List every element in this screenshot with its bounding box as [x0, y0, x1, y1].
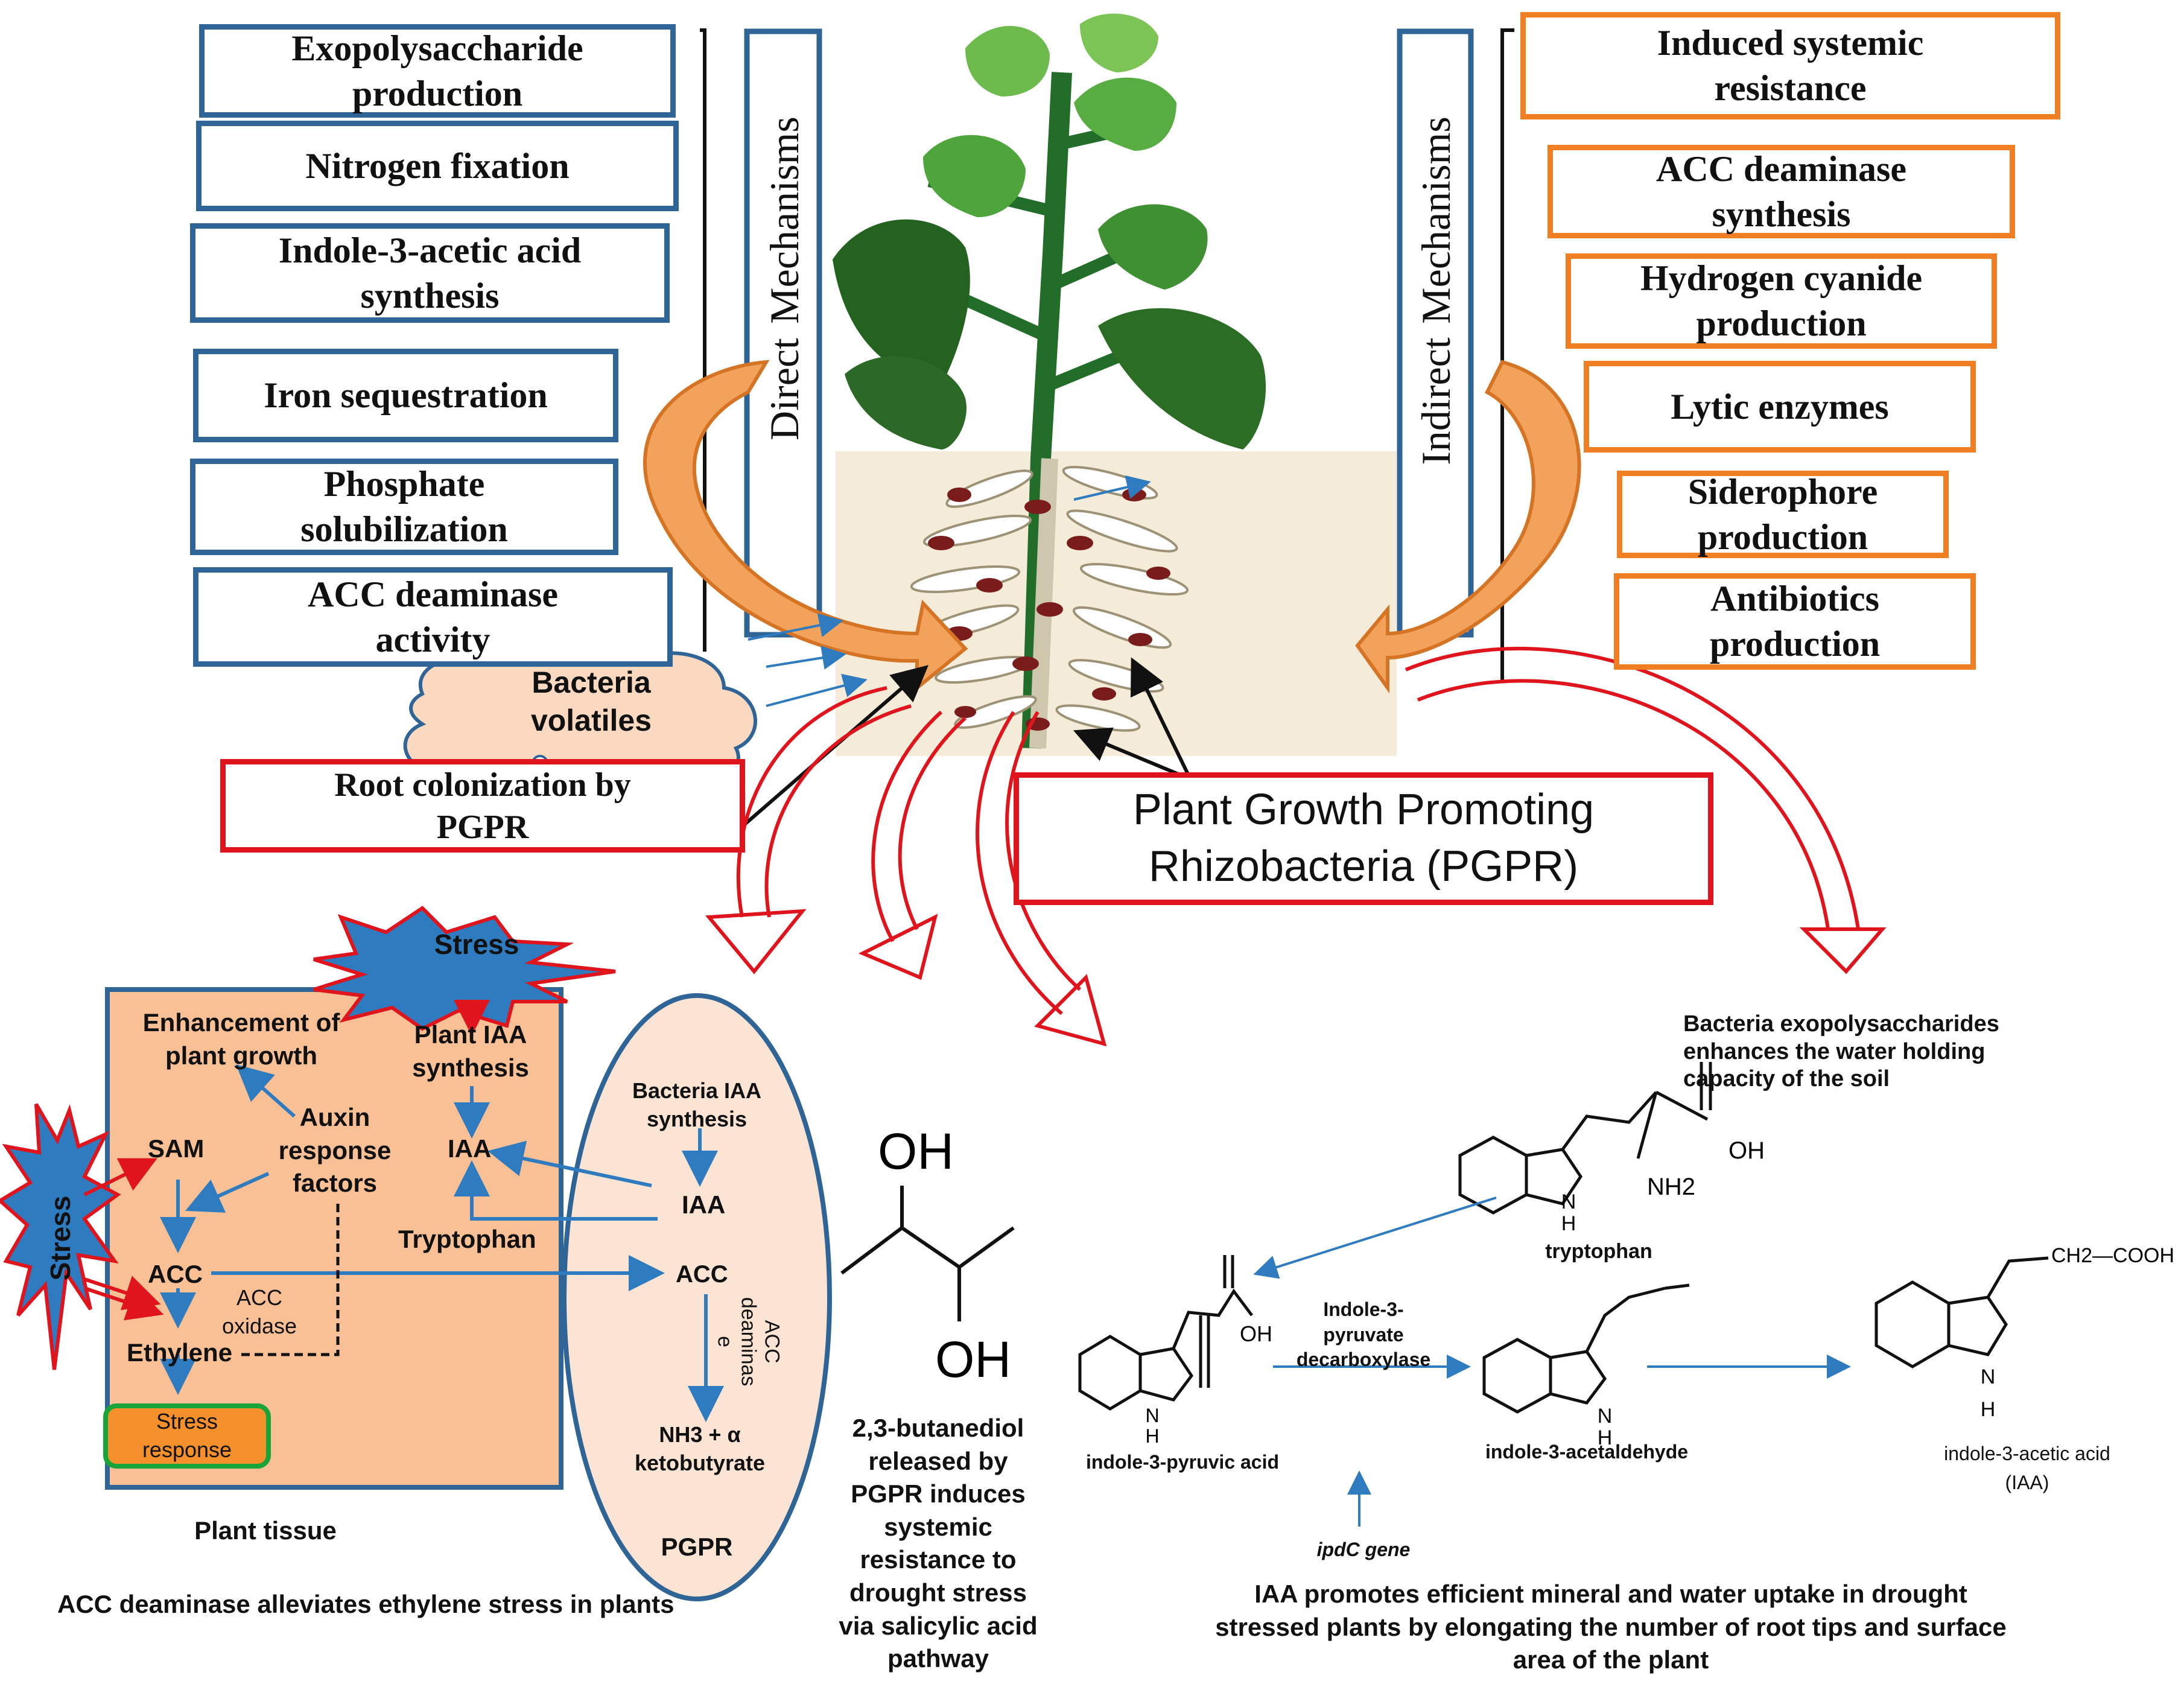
tryptophan-structure: [1458, 1062, 1712, 1215]
acc-bacteria-label: ACC: [676, 1261, 728, 1288]
decarboxylase-label: Indole-3- pyruvate decarboxylase: [1296, 1298, 1431, 1371]
indirect-item-antibiotics: Antibiotics production: [1614, 573, 1976, 670]
iaa-nh: N H: [1980, 1365, 1996, 1422]
indirect-item-acc: ACC deaminase synthesis: [1548, 145, 2015, 238]
acc-plant-label: ACC: [148, 1260, 203, 1288]
indirect-item-lytic: Lytic enzymes: [1584, 361, 1976, 453]
ethylene-label: Ethylene: [127, 1338, 233, 1367]
tryptophan-oh: OH: [1728, 1137, 1765, 1164]
direct-mechanisms-label: Mechanisms: [761, 116, 807, 324]
plant-tissue-label: Plant tissue: [194, 1516, 337, 1545]
red-arrows: [705, 646, 1887, 1047]
direct-item-phosphate: Phosphate solubilization: [190, 459, 618, 555]
iaa-name: indole-3-acetic acid (IAA): [1944, 1443, 2110, 1493]
pyruvic-acid-structure: [1078, 1255, 1253, 1411]
acetaldehyde-structure: [1482, 1283, 1690, 1414]
pgpr-ellipse: [562, 993, 832, 1601]
acetaldehyde-nh: N H: [1597, 1405, 1613, 1449]
plant-iaa-synthesis-label: Plant IAA synthesis: [412, 1020, 529, 1082]
oh-bottom-label: OH: [935, 1331, 1011, 1388]
iaa-caption: IAA promotes efficient mineral and water…: [1215, 1580, 2007, 1674]
stress-response-label: Stress response: [142, 1409, 232, 1462]
tryptophan-panel-label: Tryptophan: [398, 1225, 536, 1253]
indirect-item-hcn: Hydrogen cyanide production: [1566, 253, 1997, 349]
direct-item-iron: Iron sequestration: [193, 349, 618, 442]
acc-oxidase-label: ACC oxidase: [221, 1285, 297, 1338]
direct-item-acc: ACC deaminase activity: [193, 567, 673, 667]
acc-caption: ACC deaminase alleviates ethylene stress…: [57, 1590, 675, 1618]
stress-side-label: Stress: [45, 1195, 76, 1281]
root-colonization-box: Root colonization by PGPR: [220, 759, 745, 853]
iaa-structure: [1874, 1256, 2049, 1368]
enhancement-label: Enhancement of plant growth: [142, 1008, 340, 1070]
bacteria-iaa-label: Bacteria IAA synthesis: [632, 1078, 762, 1131]
products-label: NH3 + α ketobutyrate: [634, 1422, 766, 1475]
stress-top-label: Stress: [434, 929, 519, 960]
plant-icon: [833, 13, 1266, 749]
acetaldehyde-name: indole-3-acetaldehyde: [1485, 1441, 1689, 1463]
butanediol-structure: [840, 1225, 1015, 1275]
pyruvic-oh: OH: [1240, 1321, 1272, 1346]
direct-item-iaa: Indole-3-acetic acid synthesis: [190, 223, 670, 323]
tryptophan-nh2: NH2: [1647, 1174, 1696, 1200]
pgpr-title-box: Plant Growth Promoting Rhizobacteria (PG…: [1014, 772, 1713, 905]
ipdc-gene-label: ipdC gene: [1316, 1539, 1411, 1560]
pyruvic-nh: N H: [1145, 1405, 1160, 1447]
iaa-cooh: CH2—COOH: [2051, 1244, 2175, 1267]
auxin-response-label: Auxin response factors: [278, 1103, 392, 1198]
stress-burst-top: [313, 906, 616, 1031]
indirect-mechanisms-label: Mechanisms: [1413, 116, 1459, 324]
indirect-item-siderophore: Siderophore production: [1617, 471, 1949, 558]
pgpr-label: PGPR: [661, 1533, 733, 1561]
indirect-arrow: [1355, 360, 1581, 694]
pyruvic-name: indole-3-pyruvic acid: [1085, 1451, 1280, 1473]
soil: [836, 451, 1397, 756]
bacteria-volatiles-label: Bacteria volatiles: [530, 666, 652, 737]
direct-item-nitrogen: Nitrogen fixation: [196, 121, 679, 211]
tryptophan-nh: N H: [1561, 1190, 1576, 1235]
butanediol-caption: 2,3-butanediol released by PGPR induces …: [839, 1414, 1038, 1673]
iaa-plant-label: IAA: [448, 1134, 492, 1163]
stress-response-box: [103, 1403, 271, 1469]
iaa-bacteria-label: IAA: [682, 1190, 726, 1219]
indirect-item-isr: Induced systemic resistance: [1520, 12, 2060, 119]
oh-top-label: OH: [878, 1123, 954, 1180]
acc-deaminase-label: ACC deaminas e: [713, 1297, 784, 1387]
sam-label: SAM: [148, 1134, 205, 1163]
eps-note: Bacteria exopolysaccharides enhances the…: [1683, 1011, 1999, 1092]
stress-burst-side: [0, 1103, 121, 1370]
direct-arrow: [643, 360, 968, 692]
direct-item-eps: Exopolysaccharide production: [199, 24, 676, 118]
tryptophan-name: tryptophan: [1545, 1240, 1652, 1263]
